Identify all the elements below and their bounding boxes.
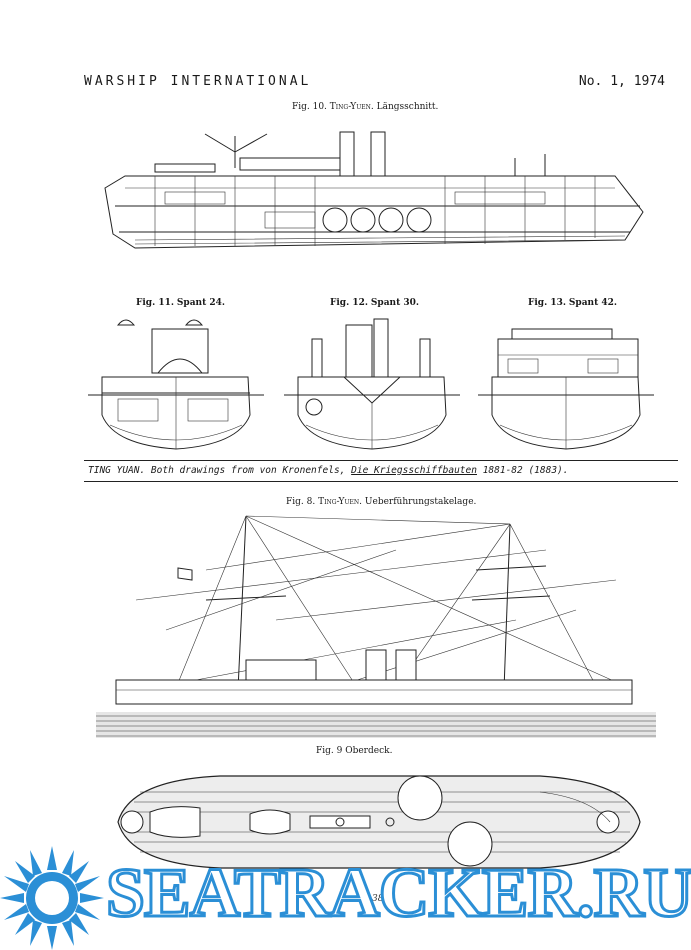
page-number: 38 — [372, 894, 384, 904]
fig9-caption: Fig. 9 Oberdeck. — [316, 746, 393, 756]
issue-number: No. 1, 1974 — [578, 74, 665, 89]
fig8-caption: Fig. 8. Ting-Yuen. Ueberführungstakelage… — [286, 497, 477, 507]
figure-source-caption: TING YUAN. Both drawings from von Kronen… — [84, 460, 678, 482]
fig12-cross-section — [284, 318, 460, 450]
journal-title: WARSHIP INTERNATIONAL — [84, 74, 312, 89]
fig9-upper-deck-plan — [117, 775, 641, 869]
fig12-caption: Fig. 12. Spant 30. — [330, 298, 420, 308]
watermark: SEATRACKER.RU — [0, 840, 691, 950]
fig13-caption: Fig. 13. Spant 42. — [528, 298, 618, 308]
fig10-longitudinal-section — [104, 131, 644, 249]
fig13-cross-section — [478, 328, 654, 450]
fig11-caption: Fig. 11. Spant 24. — [136, 298, 226, 308]
watermark-text: SEATRACKER.RU — [105, 854, 691, 934]
fig8-rigging-drawing — [96, 515, 656, 738]
fig11-cross-section — [88, 319, 264, 450]
fig10-caption: Fig. 10. Ting-Yuen. Längsschnitt. — [292, 102, 439, 112]
sun-icon — [0, 846, 104, 950]
